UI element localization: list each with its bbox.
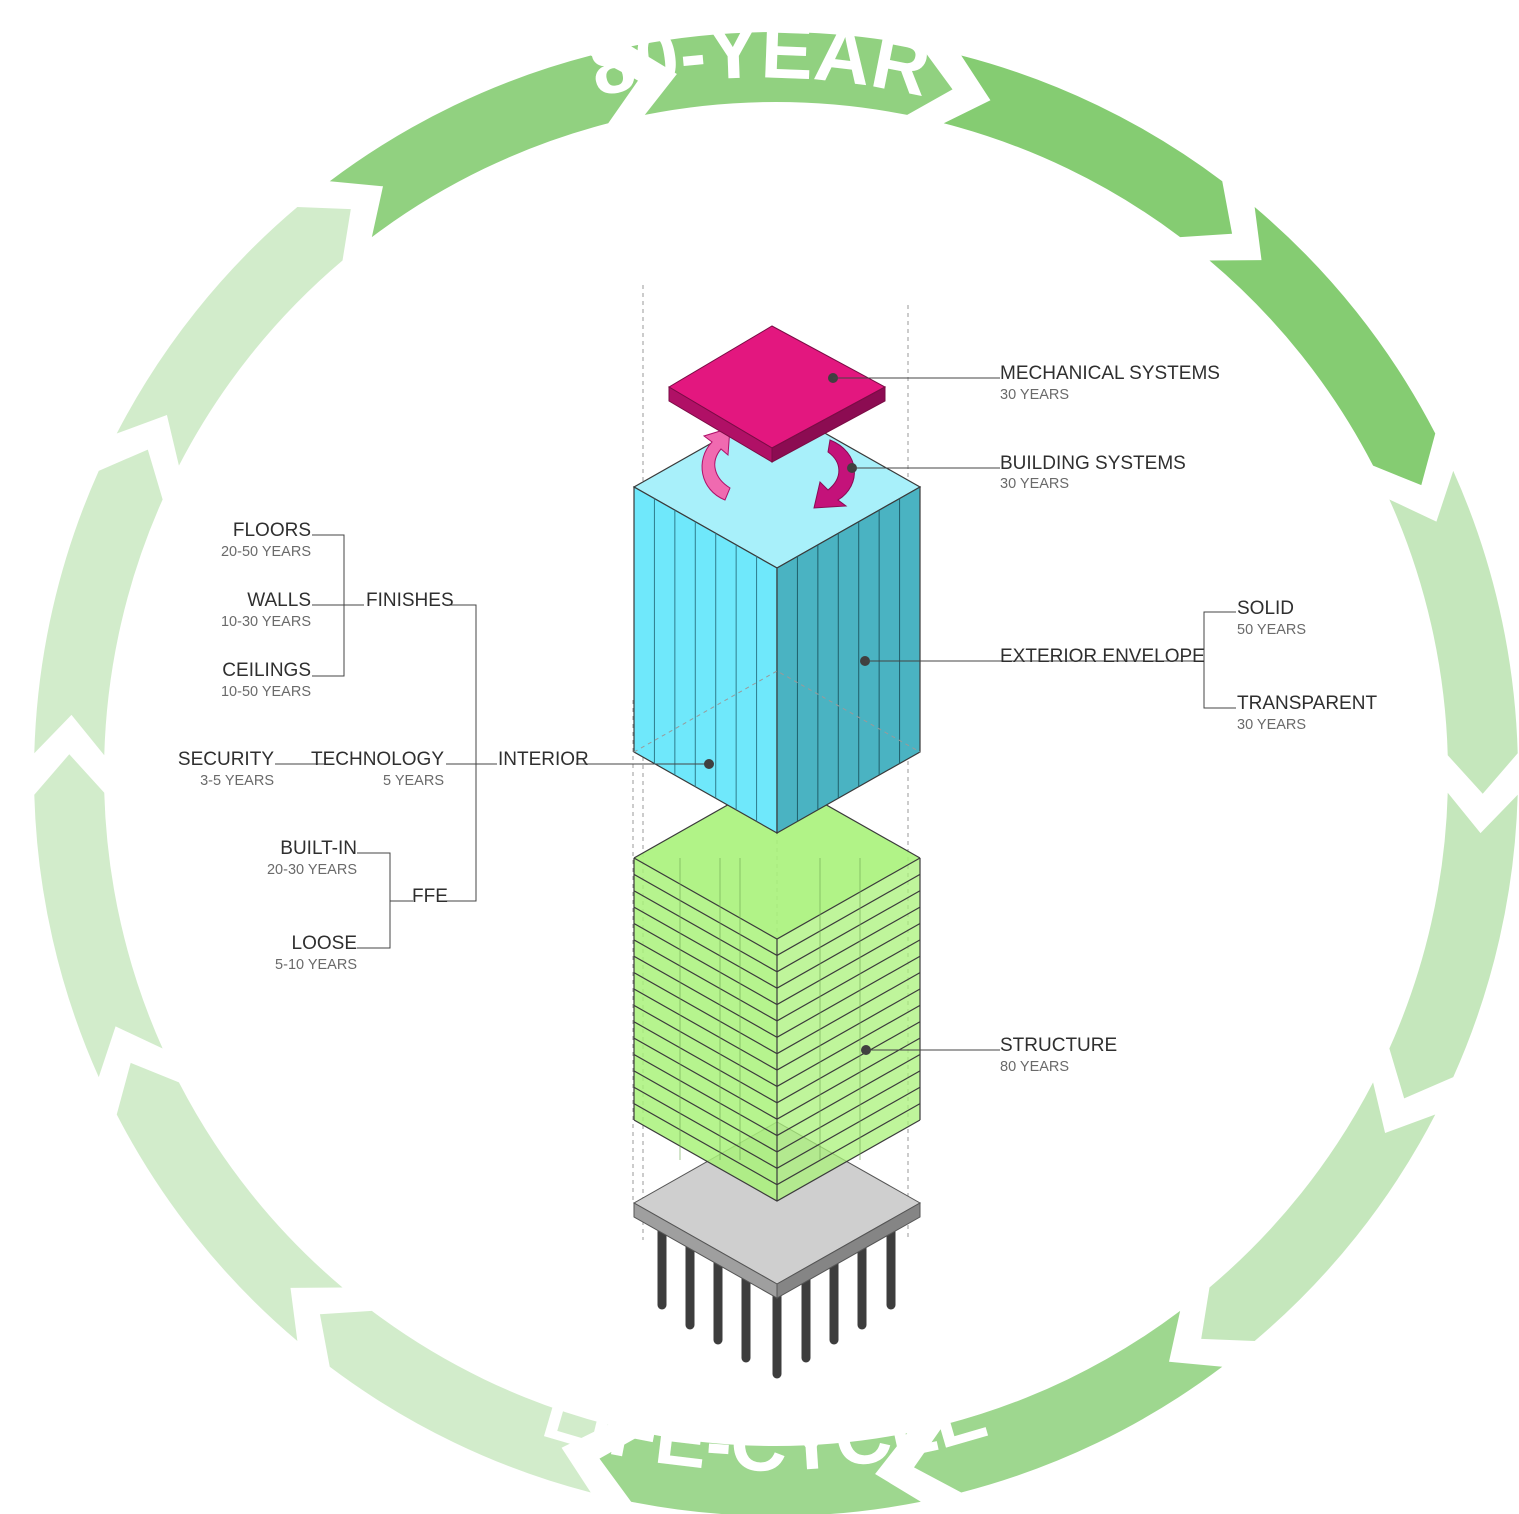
label-structure-years: 80 YEARS	[1000, 1059, 1069, 1075]
left-leaders	[275, 534, 714, 949]
ring-title-bottom: LIFE-CYCLE	[534, 1366, 995, 1487]
right-leaders	[828, 373, 1236, 1055]
label-mechanical-years: 30 YEARS	[1000, 387, 1069, 403]
exterior-envelope-box	[632, 405, 922, 835]
ring-segment	[599, 1433, 921, 1514]
label-mechanical-systems: MECHANICAL SYSTEMS	[1000, 363, 1220, 384]
ring-segment	[1209, 207, 1436, 486]
ring-segment	[34, 754, 163, 1078]
label-floors-years: 20-50 YEARS	[221, 544, 311, 560]
label-walls-years: 10-30 YEARS	[221, 614, 311, 630]
label-building-years: 30 YEARS	[1000, 476, 1069, 492]
label-technology: TECHNOLOGY	[311, 749, 444, 770]
label-security: SECURITY	[178, 749, 274, 770]
label-built-in-years: 20-30 YEARS	[267, 862, 357, 878]
arrow-up-icon	[701, 427, 731, 501]
ring-segment	[34, 449, 163, 756]
label-solid-years: 50 YEARS	[1237, 622, 1306, 638]
foundation-piles	[657, 1220, 896, 1379]
ring-segment	[631, 32, 953, 115]
label-building-systems: BUILDING SYSTEMS	[1000, 453, 1186, 474]
label-built-in: BUILT-IN	[280, 838, 357, 859]
arrow-down-icon	[813, 439, 855, 509]
label-finishes: FINISHES	[366, 590, 454, 611]
ring-segment	[1389, 792, 1518, 1099]
label-transparent: TRANSPARENT	[1237, 693, 1377, 714]
rotation-arrows	[701, 427, 855, 509]
ring-segment	[319, 1310, 609, 1493]
label-ceilings-years: 10-50 YEARS	[221, 684, 311, 700]
label-transparent-years: 30 YEARS	[1237, 717, 1306, 733]
label-interior: INTERIOR	[498, 749, 589, 770]
ring-segment	[914, 1310, 1223, 1493]
label-solid: SOLID	[1237, 598, 1294, 619]
ring-segment	[116, 1062, 343, 1341]
label-structure: STRUCTURE	[1000, 1035, 1117, 1056]
mechanical-slab	[668, 325, 887, 463]
lifecycle-ring	[34, 32, 1518, 1514]
label-loose: LOOSE	[292, 933, 357, 954]
foundation-slab	[632, 1121, 922, 1299]
structure-floors	[633, 776, 921, 1202]
label-security-years: 3-5 YEARS	[200, 773, 274, 789]
label-loose-years: 5-10 YEARS	[275, 957, 357, 973]
ring-segment	[943, 55, 1233, 238]
label-walls: WALLS	[247, 590, 311, 611]
ring-segment	[116, 207, 351, 466]
ring-segment	[329, 55, 638, 238]
label-exterior-envelope: EXTERIOR ENVELOPE	[1000, 646, 1205, 667]
ring-segment	[1201, 1082, 1436, 1341]
label-technology-years: 5 YEARS	[383, 773, 444, 789]
label-floors: FLOORS	[233, 520, 311, 541]
label-ceilings: CEILINGS	[222, 660, 311, 681]
ring-segment	[1389, 470, 1518, 794]
label-ffe: FFE	[412, 886, 448, 907]
